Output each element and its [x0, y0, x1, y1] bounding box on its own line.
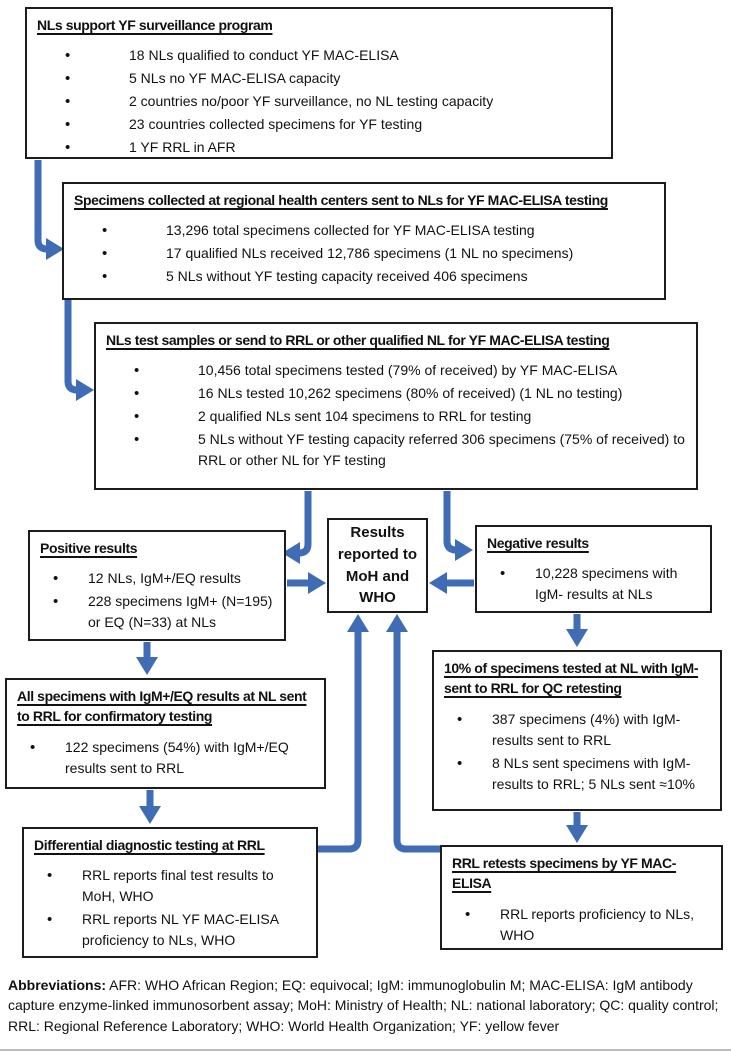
- arrow-support-to-specimens: [34, 160, 64, 260]
- box-title: 10% of specimens tested at NL with IgM- …: [444, 660, 699, 697]
- box-title: Specimens collected at regional health c…: [74, 192, 608, 208]
- box-nls-test: NLs test samples or send to RRL or other…: [94, 322, 698, 490]
- abbreviations-note: Abbreviations: AFR: WHO African Region; …: [8, 975, 724, 1036]
- box-nls-support: NLs support YF surveillance program 18 N…: [25, 7, 613, 160]
- bullet-list: 18 NLs qualified to conduct YF MAC-ELISA…: [37, 45, 601, 160]
- box-title: Negative results: [487, 535, 589, 551]
- box-title: Differential diagnostic testing at RRL: [34, 837, 265, 853]
- box-ten-percent-qc: 10% of specimens tested at NL with IgM- …: [432, 650, 722, 811]
- bullet-item: 13,296 total specimens collected for YF …: [74, 220, 654, 243]
- bullet-list: 122 specimens (54%) with IgM+/EQ results…: [17, 737, 314, 779]
- bullet-item: 18 NLs qualified to conduct YF MAC-ELISA: [37, 45, 601, 68]
- box-all-specimens-confirmatory: All specimens with IgM+/EQ results at NL…: [5, 678, 326, 789]
- arrow-test-to-negative: [443, 491, 473, 561]
- box-title: NLs support YF surveillance program: [37, 17, 273, 33]
- bullet-item: 387 specimens (4%) with IgM- results sen…: [444, 709, 710, 751]
- bullet-item: 23 countries collected specimens for YF …: [37, 114, 601, 137]
- bullet-item: RRL reports final test results to MoH, W…: [34, 865, 306, 907]
- arrow-specimens-to-test: [64, 300, 94, 401]
- bullet-list: 10,456 total specimens tested (79% of re…: [106, 360, 686, 471]
- bullet-item: 10,228 specimens with IgM- results at NL…: [487, 563, 700, 605]
- bullet-item: 10,456 total specimens tested (79% of re…: [106, 360, 686, 383]
- center-box-label: Results reported to MoH and WHO: [337, 524, 418, 607]
- bullet-item: RRL reports proficiency to NLs, WHO: [452, 904, 711, 946]
- bullet-list: RRL reports proficiency to NLs, WHO: [452, 904, 711, 946]
- bullet-item: 5 NLs no YF MAC-ELISA capacity: [37, 68, 601, 91]
- bullet-list: 10,228 specimens with IgM- results at NL…: [487, 563, 700, 605]
- box-title: NLs test samples or send to RRL or other…: [106, 332, 610, 348]
- box-results-reported: Results reported to MoH and WHO: [327, 518, 428, 613]
- box-specimens-collected: Specimens collected at regional health c…: [62, 182, 666, 300]
- bullet-list: RRL reports final test results to MoH, W…: [34, 865, 306, 951]
- arrow-test-to-positive: [282, 491, 312, 564]
- figure-bottom-border: [0, 1049, 731, 1051]
- box-differential-diagnostic: Differential diagnostic testing at RRL R…: [22, 827, 318, 958]
- box-positive-results: Positive results 12 NLs, IgM+/EQ results…: [28, 530, 286, 641]
- bullet-list: 12 NLs, IgM+/EQ results228 specimens IgM…: [40, 568, 274, 633]
- bullet-item: 2 countries no/poor YF surveillance, no …: [37, 91, 601, 114]
- bullet-list: 387 specimens (4%) with IgM- results sen…: [444, 709, 710, 795]
- bullet-item: 5 NLs without YF testing capacity receiv…: [74, 266, 654, 289]
- abbreviations-text: AFR: WHO African Region; EQ: equivocal; …: [8, 977, 719, 1034]
- bullet-item: 2 qualified NLs sent 104 specimens to RR…: [106, 406, 686, 429]
- bullet-item: 17 qualified NLs received 12,786 specime…: [74, 243, 654, 266]
- box-rrl-retests: RRL retests specimens by YF MAC-ELISA RR…: [440, 845, 723, 950]
- box-title: RRL retests specimens by YF MAC-ELISA: [452, 855, 676, 892]
- bullet-item: RRL reports NL YF MAC-ELISA proficiency …: [34, 909, 306, 951]
- box-title: All specimens with IgM+/EQ results at NL…: [17, 688, 307, 725]
- bullet-item: 228 specimens IgM+ (N=195) or EQ (N=33) …: [40, 591, 274, 633]
- box-title: Positive results: [40, 540, 138, 556]
- bullet-item: 5 NLs without YF testing capacity referr…: [106, 429, 686, 471]
- bullet-item: 8 NLs sent specimens with IgM- results t…: [444, 753, 710, 795]
- abbreviations-label: Abbreviations:: [8, 977, 107, 993]
- bullet-item: 1 YF RRL in AFR: [37, 137, 601, 160]
- box-negative-results: Negative results 10,228 specimens with I…: [475, 525, 712, 613]
- bullet-item: 12 NLs, IgM+/EQ results: [40, 568, 274, 591]
- bullet-item: 122 specimens (54%) with IgM+/EQ results…: [17, 737, 314, 779]
- bullet-item: 16 NLs tested 10,262 specimens (80% of r…: [106, 383, 686, 406]
- bullet-list: 13,296 total specimens collected for YF …: [74, 220, 654, 289]
